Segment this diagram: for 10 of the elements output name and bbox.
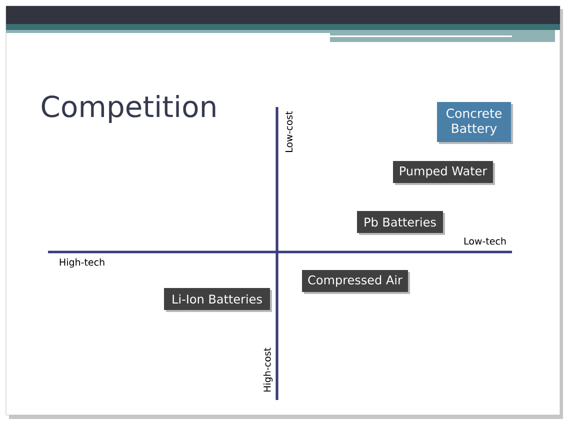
label-box: Compressed Air	[302, 270, 410, 294]
axis-label: High-tech	[60, 258, 104, 268]
label-box: Pumped Water	[393, 161, 495, 185]
label-box: Li-Ion Batteries	[164, 288, 272, 312]
axis-label: High-cost	[263, 348, 273, 392]
axis-label: Low-cost	[285, 111, 293, 152]
slide-title: Competition	[42, 94, 216, 124]
label-box: Concrete Battery	[437, 102, 513, 144]
axis-label: Low-tech	[464, 237, 506, 245]
label-box: Pb Batteries	[357, 211, 445, 235]
